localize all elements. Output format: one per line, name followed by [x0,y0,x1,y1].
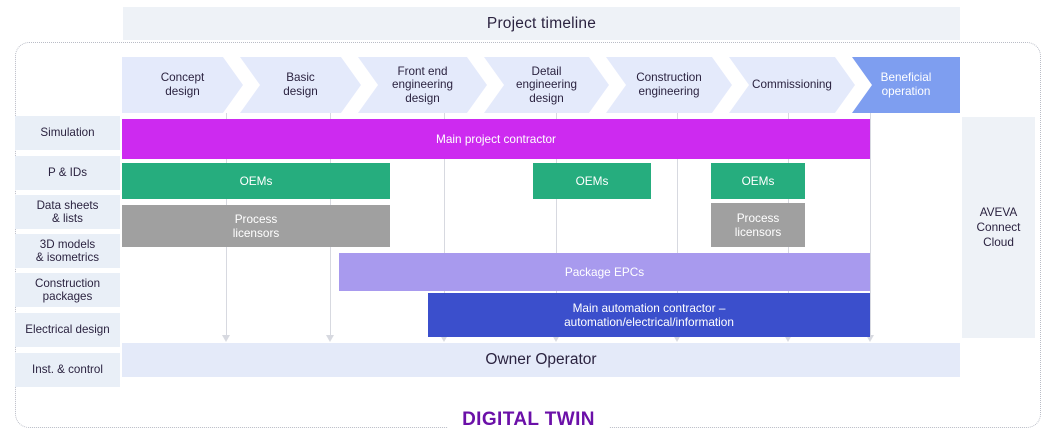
discipline-row-label: 3D models& isometrics [15,234,120,268]
gridline-arrow-icon [440,335,448,342]
gridline-arrow-icon [222,335,230,342]
digital-twin-footer: DIGITAL TWIN [0,407,1057,433]
discipline-row-label: P & IDs [15,156,120,190]
discipline-row-label-text: P & IDs [47,166,88,180]
discipline-row-label-text: Simulation [40,126,95,140]
discipline-row-label-text: 3D models& isometrics [35,237,100,265]
digital-twin-label: DIGITAL TWIN [448,409,609,431]
discipline-row-label-text: Electrical design [25,323,110,337]
responsibility-bar-oems-3[interactable]: OEMs [711,163,805,199]
responsibility-bar-oems-2[interactable]: OEMs [533,163,651,199]
owner-operator-label: Owner Operator [485,351,597,368]
discipline-row-label: Electrical design [15,313,120,347]
discipline-row-label-text: Inst. & control [32,363,103,377]
gridline-arrow-icon [784,335,792,342]
responsibility-bar-label: OEMs [741,174,775,188]
responsibility-bar-package-epcs[interactable]: Package EPCs [339,253,870,291]
phase-chevron-label: Commissioning [752,78,832,92]
phase-gridline [870,113,871,335]
phase-gridline [556,113,557,335]
owner-operator-band: Owner Operator [122,343,960,377]
discipline-row-label: Data sheets& lists [15,195,120,229]
gridline-arrow-icon [552,335,560,342]
project-timeline-header: Project timeline [123,7,960,40]
discipline-row-label: Inst. & control [15,353,120,387]
responsibility-bar-oems-1[interactable]: OEMs [122,163,390,199]
gridline-arrow-icon [673,335,681,342]
phase-gridline [677,113,678,335]
phase-chevron[interactable]: Commissioning [729,57,855,113]
gridline-arrow-icon [866,335,874,342]
phase-gridline [444,113,445,335]
responsibility-bar-main-project-contractor[interactable]: Main project contractor [122,119,870,159]
discipline-row-label-text: Data sheets& lists [36,198,99,226]
responsibility-bar-label: OEMs [575,174,609,188]
page-title: Project timeline [486,14,597,32]
discipline-row-label: Simulation [15,116,120,150]
gridline-arrow-icon [326,335,334,342]
responsibility-bar-label: Main project contractor [436,132,556,146]
responsibility-bar-label: Package EPCs [564,265,645,279]
responsibility-bar-label: OEMs [239,174,273,188]
responsibility-bar-main-automation-contractor[interactable]: Main automation contractor –automation/e… [428,293,870,337]
responsibility-bar-label: Main automation contractor –automation/e… [564,301,734,329]
